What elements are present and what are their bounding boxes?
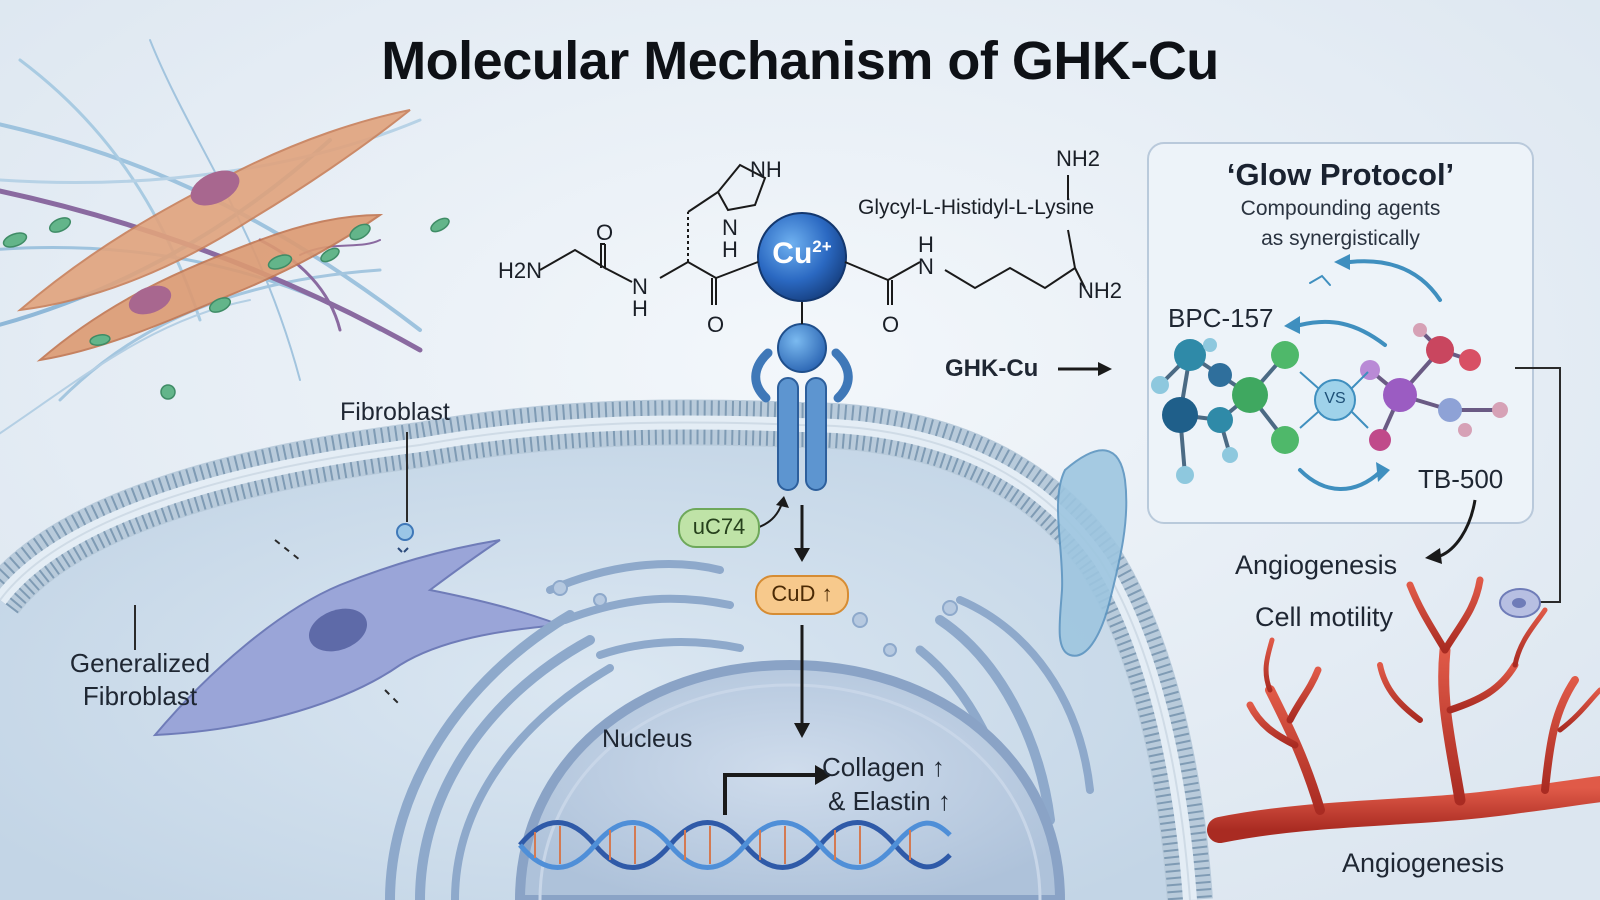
fibroblast-cells-orange [16, 109, 411, 362]
generalized-fibroblast-cell [152, 523, 561, 737]
panel-output-arrowhead [1425, 548, 1442, 564]
vs-arrows [1299, 371, 1369, 429]
atom-n-left: N [632, 274, 648, 299]
angiogenesis-label-top: Angiogenesis [1235, 550, 1398, 580]
cud-pill: CuD ↑ [755, 575, 849, 615]
transcription-arrow [723, 773, 815, 815]
membrane-receptor [751, 300, 853, 491]
panel-arrowheads [1284, 254, 1390, 482]
panel-cycle-arrows [1298, 259, 1442, 491]
copper-label: Cu2+ [772, 237, 832, 270]
green-organelles [2, 217, 450, 400]
generalized-fibroblast-label: Generalized Fibroblast [40, 647, 240, 713]
panel-subtitle-line1: Compounding agents [1240, 197, 1441, 220]
nucleus [514, 659, 1066, 900]
glow-protocol-panel [1147, 142, 1534, 524]
panel-subtitle-line2: as synergistically [1261, 227, 1420, 250]
generalized-fibroblast-line2: Fibroblast [82, 681, 198, 711]
atom-o-mid: O [707, 312, 725, 337]
angiogenesis-label-bottom: Angiogenesis [1342, 848, 1505, 878]
bracket-line [1515, 367, 1561, 603]
atom-h-right: H [918, 232, 934, 257]
elastin-text: & Elastin [828, 786, 931, 816]
panel-output-arrow [1439, 499, 1477, 558]
atom-nh2-right: NH2 [1078, 278, 1123, 303]
bpc-157-molecule [1151, 338, 1299, 484]
atom-o-right: O [882, 312, 900, 337]
page-title: Molecular Mechanism of GHK-Cu [381, 31, 1219, 91]
tb-500-label: TB-500 [1418, 464, 1504, 494]
small-cell-nucleus [1512, 598, 1526, 608]
vs-badge [1314, 379, 1356, 421]
atom-o-left: O [596, 220, 614, 245]
elastin-up-arrow-icon: ↑ [937, 786, 951, 816]
ghk-skeletal-structure [539, 163, 1086, 305]
vs-label: VS [1324, 390, 1346, 407]
er-vesicles [552, 580, 958, 657]
collagen-label: Collagen ↑ [822, 752, 945, 783]
atom-nh2-top: NH2 [1056, 146, 1101, 171]
uc74-pill: uC74 [678, 508, 760, 548]
atom-h-ring: H [722, 237, 738, 262]
fibroblast-label: Fibroblast [340, 398, 450, 426]
copper-ion [757, 212, 847, 302]
atom-n-ring: N [722, 215, 738, 240]
leader-lines [134, 432, 408, 706]
bpc-157-label: BPC-157 [1168, 303, 1274, 333]
atom-h2n-left: H2N [498, 258, 543, 283]
atom-n-right: N [918, 254, 934, 279]
panel-subtitle: Compounding agents as synergistically [1148, 194, 1533, 254]
generalized-fibroblast-line1: Generalized [69, 648, 211, 678]
migrating-cell [1057, 449, 1128, 657]
blood-vessel [1207, 576, 1600, 843]
collagen-up-arrow-icon: ↑ [931, 752, 945, 782]
molecule-name: Glycyl-L-Histidyl-L-Lysine [858, 196, 1095, 219]
elastin-label: & Elastin ↑ [828, 786, 951, 817]
dna-helix [518, 820, 952, 870]
cud-up-arrow-icon: ↑ [821, 581, 833, 606]
collagen-text: Collagen [822, 752, 925, 782]
ghk-cu-label: GHK-Cu [945, 355, 1039, 382]
cell-motility-label: Cell motility [1255, 602, 1394, 632]
atom-h-left: H [632, 296, 648, 321]
cud-text: CuD [771, 581, 816, 606]
signal-arrows [749, 362, 1112, 738]
atom-nh-ring: NH [750, 157, 782, 182]
panel-title: ‘Glow Protocol’ [1226, 157, 1455, 192]
tb-500-molecule [1360, 323, 1508, 451]
transcription-arrowhead [815, 765, 832, 785]
nucleus-label: Nucleus [602, 725, 693, 753]
